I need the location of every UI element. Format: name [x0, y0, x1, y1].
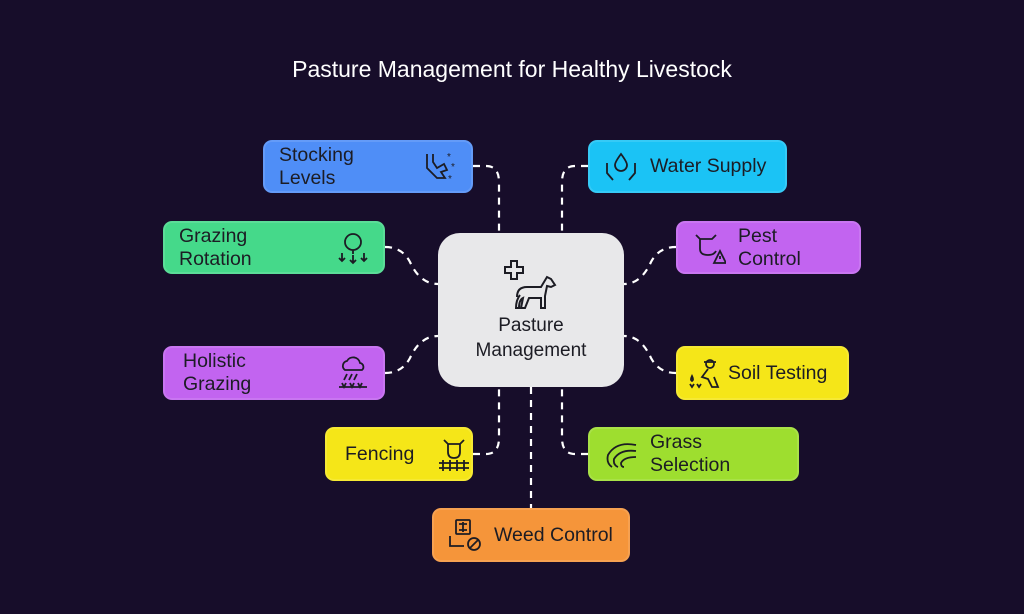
diagram-title: Pasture Management for Healthy Livestock	[292, 56, 732, 82]
node-label: Stocking Levels	[279, 143, 354, 189]
weed-ban-icon	[449, 519, 481, 551]
connector-fencing	[473, 387, 501, 456]
connector-pest	[623, 245, 677, 286]
svg-text:*: *	[451, 162, 455, 173]
node-label: Holistic Grazing	[183, 350, 252, 395]
connector-water	[560, 164, 588, 233]
connector-soil	[623, 334, 677, 375]
node-grass-selection[interactable]: Grass Selection	[588, 427, 799, 481]
node-holistic-grazing[interactable]: Holistic Grazing	[163, 346, 385, 400]
node-grazing-rotation[interactable]: Grazing Rotation	[163, 221, 385, 274]
node-pest-control[interactable]: Pest Control	[676, 221, 861, 274]
node-label: Water Supply	[650, 155, 767, 177]
cow-warning-icon	[695, 233, 726, 264]
connector-grass	[560, 387, 588, 456]
node-fencing[interactable]: Fencing	[325, 427, 473, 481]
tree-arrows-icon	[338, 232, 368, 264]
animal-health-icon	[504, 260, 557, 309]
water-hands-icon	[606, 151, 636, 181]
rain-grass-icon	[339, 356, 367, 390]
node-label: Grazing Rotation	[179, 224, 252, 270]
node-label: Fencing	[345, 442, 415, 465]
center-node-pasture-management[interactable]: Pasture Management	[438, 233, 624, 387]
svg-text:*: *	[448, 174, 452, 184]
node-label: Pest Control	[738, 224, 801, 270]
node-label: Soil Testing	[728, 361, 828, 384]
node-label: Grass Selection	[650, 431, 731, 476]
hand-stars-icon: ***	[426, 152, 455, 184]
center-label-line2: Management	[475, 340, 587, 361]
node-weed-control[interactable]: Weed Control	[432, 508, 630, 562]
cow-fence-icon	[439, 439, 470, 471]
grass-wave-icon	[606, 443, 637, 468]
node-label: Weed Control	[494, 523, 613, 546]
connector-stocking	[473, 164, 501, 233]
farmer-soil-icon	[689, 359, 720, 389]
center-label-line1: Pasture	[498, 315, 564, 336]
node-soil-testing[interactable]: Soil Testing	[676, 346, 849, 400]
connector-grazing	[384, 245, 439, 286]
node-stocking-levels[interactable]: Stocking Levels ***	[263, 140, 473, 193]
svg-text:*: *	[447, 152, 451, 163]
connector-holistic	[384, 334, 439, 375]
node-water-supply[interactable]: Water Supply	[588, 140, 787, 193]
